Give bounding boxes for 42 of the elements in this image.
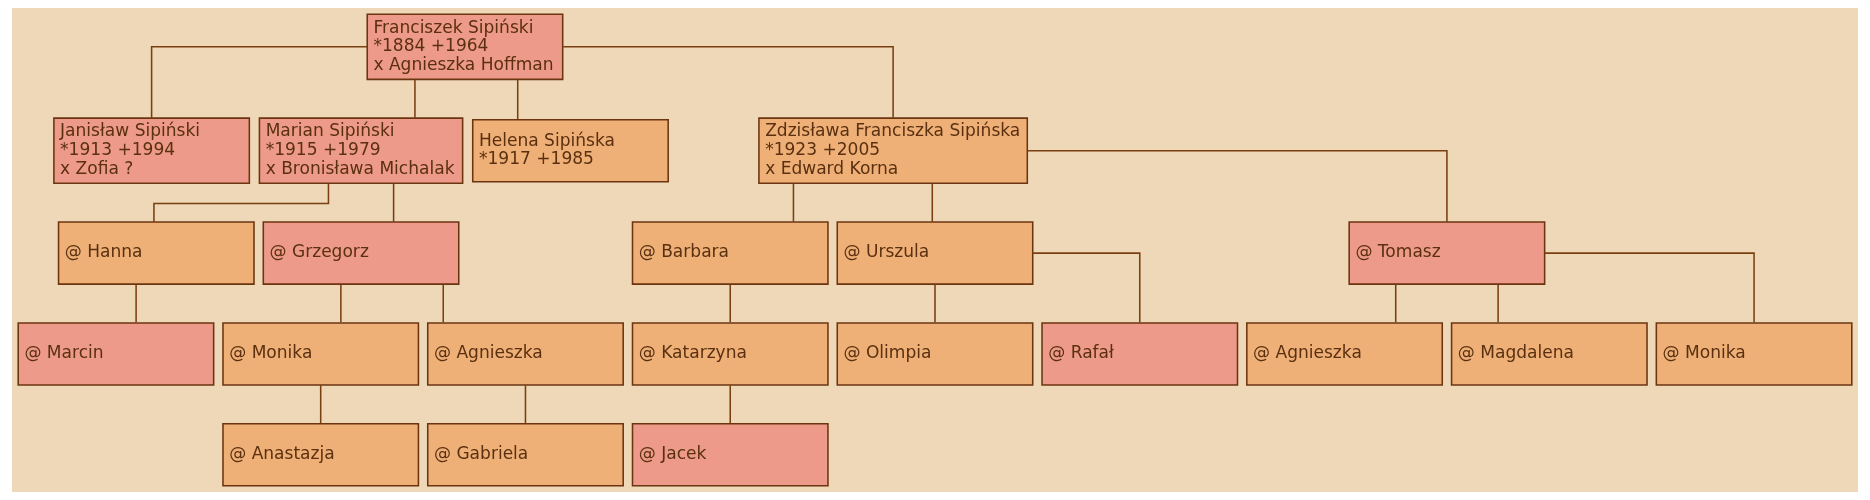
node-box: @ Anastazja xyxy=(222,422,420,487)
connector xyxy=(524,384,527,424)
connector xyxy=(340,283,342,324)
node-box: @ Agnieszka xyxy=(1246,322,1444,386)
node-box: @ Monika xyxy=(1655,322,1853,386)
connector xyxy=(931,182,934,223)
node-box: @ Barbara xyxy=(631,221,829,285)
connector xyxy=(516,78,519,120)
node-box: @ Marcin xyxy=(17,322,215,386)
node-box: @ Magdalena xyxy=(1450,322,1648,386)
connector xyxy=(1027,149,1448,223)
node-box: @ Rafał xyxy=(1041,322,1239,386)
connector xyxy=(150,46,368,119)
connector xyxy=(1394,283,1397,324)
node-box: Helena Sipińska *1917 +1985 xyxy=(471,118,669,183)
node-box: @ Tomasz xyxy=(1348,221,1546,285)
connector xyxy=(729,283,731,324)
connector xyxy=(392,182,395,223)
connector xyxy=(729,384,731,424)
connector xyxy=(1032,252,1141,324)
connector xyxy=(442,283,445,324)
node-box: @ Gabriela xyxy=(426,422,624,487)
connector xyxy=(135,283,137,324)
connector xyxy=(414,78,416,119)
connector xyxy=(792,182,795,223)
node-box: Franciszek Sipiński *1884 +1964 x Agnieszka Hoffman xyxy=(366,13,564,81)
connector xyxy=(562,46,894,119)
node-box: @ Monika xyxy=(222,322,420,386)
node-box: Marian Sipiński *1915 +1979 x Bronisława Michalak xyxy=(258,117,464,185)
connector xyxy=(319,384,322,424)
node-box: @ Olimpia xyxy=(836,322,1034,386)
node-box: Janisław Sipiński *1913 +1994 x Zofia ? xyxy=(53,117,251,185)
connector xyxy=(1544,252,1755,324)
node-box: @ Jacek xyxy=(631,422,829,487)
node-box: @ Katarzyna xyxy=(631,322,829,386)
connector xyxy=(1497,283,1499,324)
node-box: @ Agnieszka xyxy=(426,322,624,386)
node-box: @ Grzegorz xyxy=(262,221,460,285)
node-box: Zdzisława Franciszka Sipińska *1923 +2005 x Edward Korna xyxy=(758,117,1029,185)
node-box: @ Urszula xyxy=(836,221,1034,285)
connector xyxy=(934,283,936,324)
node-box: @ Hanna xyxy=(57,221,255,285)
